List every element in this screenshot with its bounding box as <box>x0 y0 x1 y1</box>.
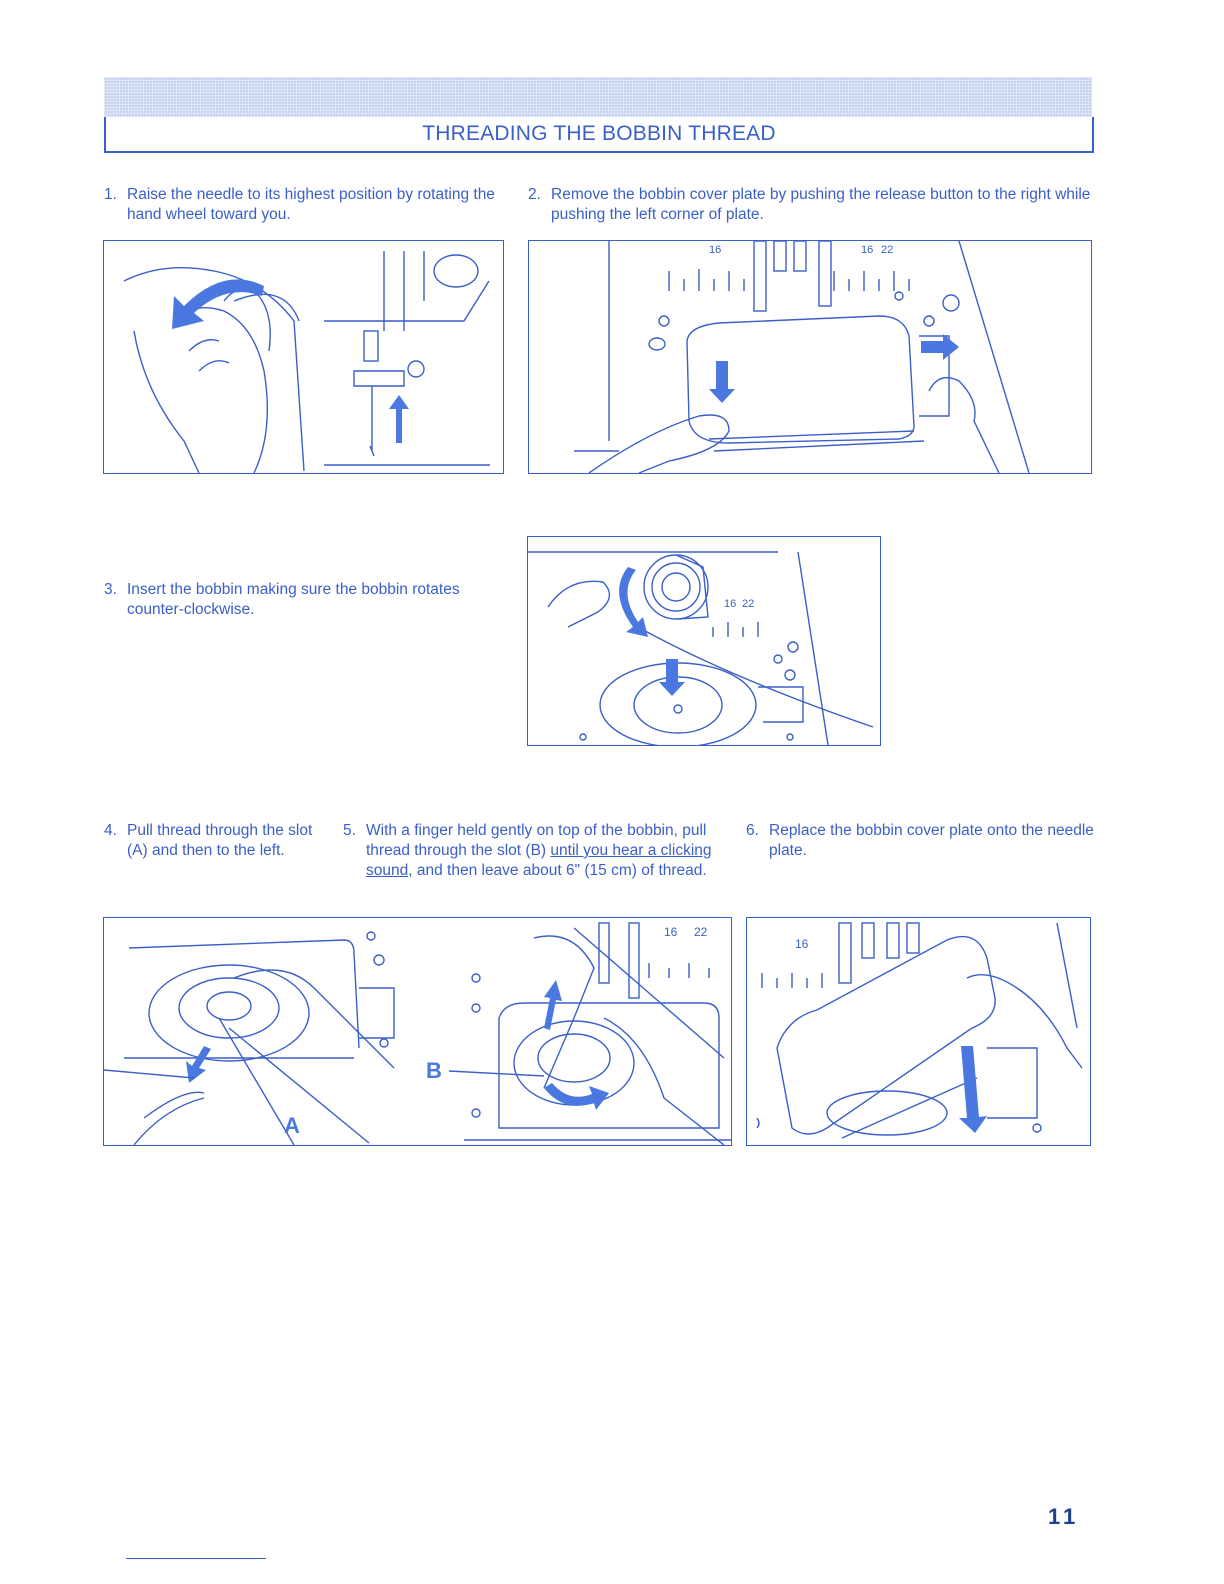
svg-text:16: 16 <box>795 937 809 951</box>
illustration-insert-bobbin: 16 22 <box>527 536 881 746</box>
step-number: 3. <box>104 581 117 598</box>
footer-rule <box>126 1558 266 1559</box>
ccw-arrow-icon <box>619 567 648 637</box>
svg-text:16: 16 <box>724 598 736 610</box>
down-arrow-icon <box>959 1046 987 1133</box>
step-text: Replace the bobbin cover plate onto the … <box>769 822 1094 859</box>
svg-text:16: 16 <box>664 925 678 939</box>
label-a: A <box>284 1113 300 1138</box>
right-arrow-icon <box>921 334 959 360</box>
step-number: 1. <box>104 186 117 203</box>
step-4: 4. Pull thread through the slot (A) and … <box>104 821 326 861</box>
illustration-pull-thread: A 16 22 B <box>103 917 732 1146</box>
step-number: 2. <box>528 186 541 203</box>
svg-text:22: 22 <box>881 244 893 256</box>
header-band <box>104 77 1092 117</box>
step-6: 6. Replace the bobbin cover plate onto t… <box>746 821 1096 861</box>
step-2: 2. Remove the bobbin cover plate by push… <box>528 185 1098 225</box>
step-3: 3. Insert the bobbin making sure the bob… <box>104 580 504 620</box>
up-arrow-icon <box>544 980 562 1030</box>
header-box: THREADING THE BOBBIN THREAD <box>104 117 1094 153</box>
ccw-arrow-icon <box>544 1083 609 1110</box>
down-arrow-icon <box>186 1046 211 1083</box>
underlined-emphasis: until you hear a clicking sound, <box>366 842 712 879</box>
step-text: Raise the needle to its highest position… <box>127 186 495 223</box>
step-text: With a finger held gently on top of the … <box>366 822 712 879</box>
rotate-arrow-icon <box>172 279 264 329</box>
down-arrow-icon <box>659 659 685 696</box>
illustration-raise-needle <box>103 240 504 474</box>
illustration-remove-cover: 16 16 22 <box>528 240 1092 474</box>
svg-text:16: 16 <box>861 244 873 256</box>
step-1: 1. Raise the needle to its highest posit… <box>104 185 509 225</box>
step-number: 6. <box>746 822 759 839</box>
step-text: Remove the bobbin cover plate by pushing… <box>551 186 1091 223</box>
step-text: Insert the bobbin making sure the bobbin… <box>127 581 460 618</box>
up-arrow-icon <box>389 395 409 443</box>
page-number: 11 <box>1048 1504 1080 1529</box>
svg-text:22: 22 <box>742 598 754 610</box>
illustration-replace-cover: 16 <box>746 917 1091 1146</box>
svg-text:16: 16 <box>709 244 721 256</box>
step-number: 4. <box>104 822 117 839</box>
step-text: Pull thread through the slot (A) and the… <box>127 822 313 859</box>
down-arrow-icon <box>709 361 735 403</box>
page-title: THREADING THE BOBBIN THREAD <box>422 122 776 145</box>
step-number: 5. <box>343 822 356 839</box>
label-b: B <box>426 1058 442 1083</box>
svg-text:22: 22 <box>694 925 708 939</box>
step-5: 5. With a finger held gently on top of t… <box>343 821 728 881</box>
